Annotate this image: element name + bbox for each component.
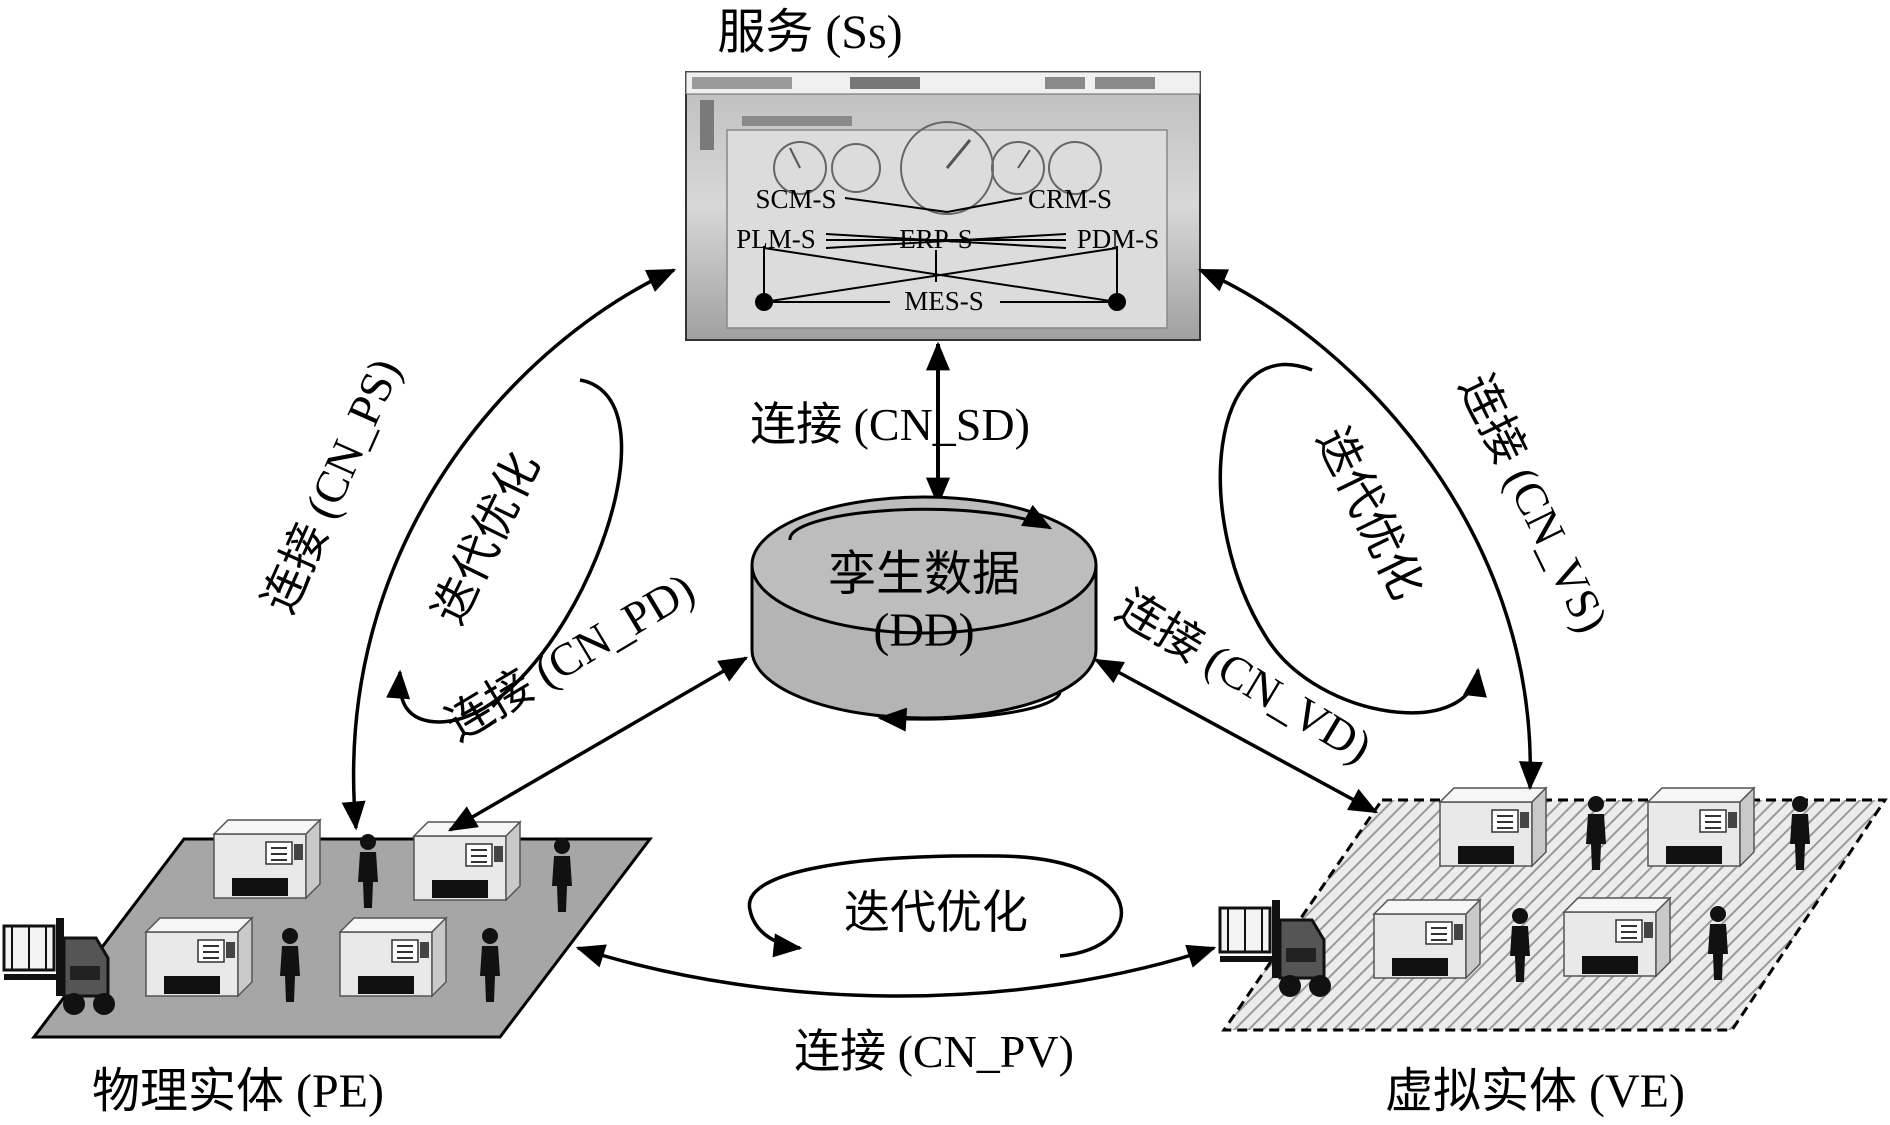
connection-vd-label: 连接 (CN_VD)	[1108, 581, 1381, 773]
connection-ps-label: 连接 (CN_PS)	[253, 351, 410, 620]
crm-service: CRM-S	[1028, 184, 1112, 214]
scm-service: SCM-S	[755, 184, 836, 214]
services-title: 服务 (Ss)	[717, 6, 902, 59]
plm-service: PLM-S	[736, 224, 816, 254]
pdm-service: PDM-S	[1077, 224, 1160, 254]
physical-entity-label: 物理实体 (PE)	[92, 1065, 384, 1118]
right-iteration-label: 迭代优化	[1307, 419, 1433, 607]
connection-vs-arrow	[1197, 268, 1543, 791]
twin-data-abbr: (DD)	[873, 604, 974, 657]
connection-pv-arrow	[575, 944, 1217, 998]
bottom-iteration-loop	[747, 854, 1124, 958]
virtual-entity-label: 虚拟实体 (VE)	[1385, 1065, 1685, 1118]
services-screen: SCM-S CRM-S PLM-S ERP-S PDM-S MES-S	[685, 71, 1201, 341]
twin-data-cylinder: 孪生数据 (DD)	[750, 495, 1098, 732]
connection-sd-label: 连接 (CN_SD)	[750, 399, 1030, 450]
erp-service: ERP-S	[899, 224, 973, 254]
connection-vd-arrow	[1093, 658, 1379, 814]
bottom-iteration-label: 迭代优化	[844, 887, 1028, 938]
virtual-entity-floor	[1218, 787, 1888, 1032]
connection-vs-label: 连接 (CN_VS)	[1450, 366, 1619, 640]
right-iteration-loop	[1218, 362, 1487, 715]
mes-service: MES-S	[904, 286, 984, 316]
connection-pd-arrow	[447, 656, 749, 832]
physical-entity-floor	[2, 819, 654, 1039]
left-iteration-label: 迭代优化	[423, 444, 549, 632]
connection-ps-arrow	[341, 268, 677, 831]
connection-pv-label: 连接 (CN_PV)	[794, 1026, 1074, 1077]
twin-data-title: 孪生数据	[828, 548, 1020, 601]
